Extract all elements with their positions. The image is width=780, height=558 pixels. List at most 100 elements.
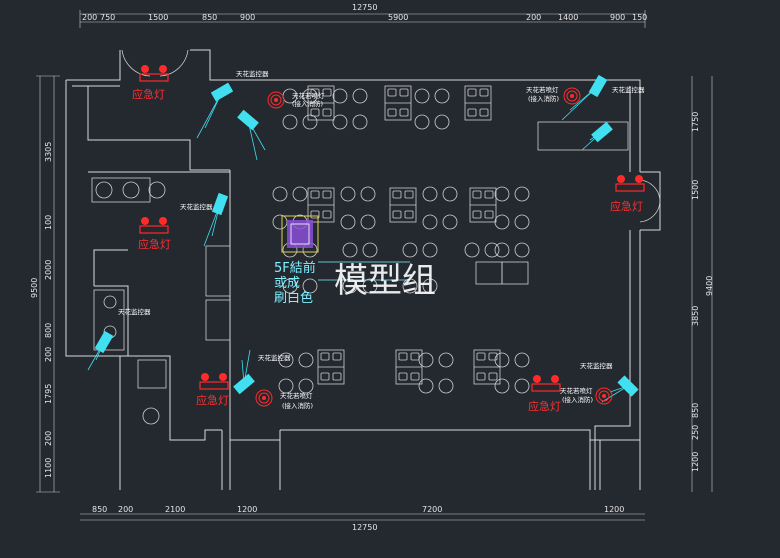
- emergency-light-icon: [615, 175, 645, 192]
- monitor-label-6: 天花监控器: [580, 361, 613, 370]
- top-dimension-chain: 12750 200 750 1500 850 900 5900 200 1400…: [79, 3, 647, 28]
- bottom-total-dim: 12750: [352, 523, 377, 532]
- camera-icon: [233, 349, 255, 395]
- ceiling-note-line-1: 5F結前: [274, 260, 316, 276]
- watermark: 模型组: [334, 261, 436, 301]
- table-set: [389, 187, 417, 223]
- bottom-dimension-chain: 850 200 2100 1200 7200 1200 12750: [80, 505, 645, 532]
- sprinkler-icon: [267, 91, 285, 109]
- sprinkler-note-2: (接入消防): [528, 94, 559, 103]
- monitor-label-2: 天花监控器: [612, 85, 645, 94]
- top-dim-8: 1400: [558, 13, 578, 22]
- left-dim-1: 3305: [44, 142, 53, 162]
- sprinkler-note-3: (接入消防): [282, 401, 313, 410]
- left-dim-2: 100: [44, 215, 53, 230]
- bottom-dim-6: 1200: [604, 505, 624, 514]
- chair-group: [494, 186, 530, 202]
- chair-group: [282, 278, 318, 294]
- table-set: [307, 187, 335, 223]
- chair-group: [402, 242, 438, 258]
- top-dim-4: 850: [202, 13, 217, 22]
- right-dim-3: 3850: [691, 306, 700, 326]
- monitor-label-5: 天花监控器: [258, 353, 291, 362]
- emergency-light-label-1: 应急灯: [132, 87, 165, 101]
- monitor-label-1: 天花监控器: [236, 69, 269, 78]
- table-small: [475, 261, 503, 285]
- left-dimension-chain: 9500 3305 100 2000 800 200 1795 200 1100: [30, 75, 60, 493]
- chair-group: [418, 378, 454, 394]
- emergency-light-icon: [139, 217, 169, 234]
- sprinkler-icon: [595, 387, 613, 405]
- emergency-lights: [139, 65, 645, 392]
- table-set: [317, 349, 345, 385]
- right-dim-5: 250: [691, 425, 700, 440]
- chair-group: [494, 242, 530, 258]
- chair-group: [422, 214, 458, 230]
- chair-group: [464, 242, 500, 258]
- left-total-dim: 9500: [30, 278, 39, 298]
- ceiling-monitors: [87, 74, 639, 403]
- top-dim-7: 200: [526, 13, 541, 22]
- left-dim-3: 2000: [44, 260, 53, 280]
- chair-group: [422, 186, 458, 202]
- chair-group: [332, 88, 368, 104]
- chair-group: [278, 352, 314, 368]
- top-dim-3: 1500: [148, 13, 168, 22]
- emergency-light-label-2: 应急灯: [138, 237, 171, 251]
- right-total-dim: 9400: [705, 276, 714, 296]
- table-set: [469, 187, 497, 223]
- table-set: [395, 349, 423, 385]
- left-dim-8: 1100: [44, 458, 53, 478]
- emergency-light-icon: [139, 65, 169, 82]
- sprinkler-label-3: 天花若喷灯: [280, 391, 313, 400]
- camera-icon: [581, 121, 613, 151]
- left-dim-4: 800: [44, 323, 53, 338]
- emergency-light-label-3: 应急灯: [196, 393, 229, 407]
- chair-group: [418, 352, 454, 368]
- chair-group: [402, 278, 438, 294]
- walls: [65, 49, 661, 490]
- camera-icon: [561, 74, 608, 121]
- table-set: [473, 349, 501, 385]
- left-dim-6: 1795: [44, 384, 53, 404]
- chair-group: [494, 378, 530, 394]
- table-set: [384, 85, 412, 121]
- sprinkler-label-4: 天花若喷灯: [560, 386, 593, 395]
- bottom-dim-5: 7200: [422, 505, 442, 514]
- sprinkler-label-2: 天花若喷灯: [526, 85, 559, 94]
- left-dim-7: 200: [44, 431, 53, 446]
- sprinkler-label-1: 天花若喷灯: [292, 91, 325, 100]
- chair-group: [414, 88, 450, 104]
- sprinkler-note-4: (接入消防): [562, 395, 593, 404]
- right-dim-4: 850: [691, 403, 700, 418]
- camera-icon: [601, 375, 639, 403]
- bottom-dim-2: 200: [118, 505, 133, 514]
- emergency-light-icon: [199, 373, 229, 390]
- right-dim-1: 1750: [691, 112, 700, 132]
- right-dimension-chain: 1750 1500 3850 850 250 1200 9400: [691, 76, 714, 492]
- emergency-light-label-4: 应急灯: [528, 399, 561, 413]
- counters: [91, 121, 629, 425]
- top-dim-10: 150: [632, 13, 647, 22]
- column-marker: [281, 215, 319, 253]
- bottom-dim-3: 2100: [165, 505, 185, 514]
- chair-group: [494, 352, 530, 368]
- chair-group: [278, 378, 314, 394]
- monitor-label-4: 天花监控器: [118, 307, 151, 316]
- chair-group: [282, 114, 318, 130]
- ceiling-note-line-3: 刷白色: [274, 290, 313, 306]
- monitor-label-3: 天花监控器: [180, 202, 213, 211]
- top-dim-1: 200: [82, 13, 97, 22]
- sprinkler-icon: [255, 389, 273, 407]
- top-dim-5: 900: [240, 13, 255, 22]
- chair-group: [340, 214, 376, 230]
- top-dim-2: 750: [100, 13, 115, 22]
- sprinkler-note-1: (接入消防): [292, 99, 323, 108]
- sprinklers: [255, 87, 613, 407]
- table-set: [464, 85, 492, 121]
- right-dim-2: 1500: [691, 180, 700, 200]
- camera-icon: [196, 82, 234, 139]
- table-small: [501, 261, 529, 285]
